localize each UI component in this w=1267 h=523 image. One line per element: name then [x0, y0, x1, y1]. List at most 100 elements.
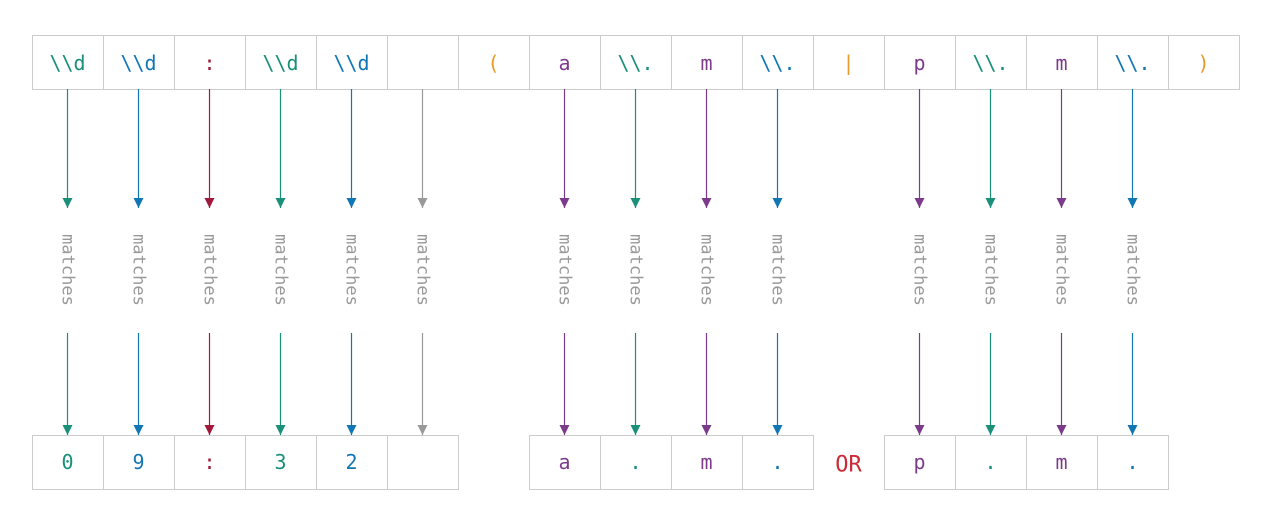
pattern-token: m [671, 35, 743, 90]
matches-label: matches [910, 234, 930, 306]
result-cell [245, 435, 317, 490]
pattern-token-text: m [700, 51, 712, 75]
match-connector: matches [200, 89, 220, 435]
pattern-token-text: | [842, 51, 854, 75]
pattern-token-text: : [203, 51, 215, 75]
matches-label: matches [697, 234, 717, 306]
pattern-token: \\. [600, 35, 672, 90]
match-connector: matches [271, 89, 291, 435]
pattern-token-text: ) [1197, 51, 1209, 75]
pattern-token-text: \\. [972, 51, 1008, 75]
result-token-text: a [558, 450, 570, 474]
result-token-text: : [203, 450, 215, 474]
matches-label: matches [271, 234, 291, 306]
result-cell [316, 435, 388, 490]
matches-label: matches [129, 234, 149, 306]
pattern-cell [174, 35, 246, 90]
result-token: m [1026, 435, 1098, 490]
result-token: . [600, 435, 672, 490]
matches-label: matches [413, 234, 433, 306]
matches-label: matches [342, 234, 362, 306]
result-token: m [671, 435, 743, 490]
pattern-cell [600, 35, 672, 90]
pattern-token: \\. [742, 35, 814, 90]
pattern-token [387, 35, 459, 90]
result-token-text: m [700, 450, 712, 474]
pattern-token-text: \\. [759, 51, 795, 75]
result-token-text: 3 [274, 450, 286, 474]
match-connector: matches [413, 89, 433, 435]
pattern-token-text: \\d [333, 51, 369, 75]
matches-label: matches [58, 234, 78, 306]
result-cell [103, 435, 175, 490]
pattern-token: a [529, 35, 601, 90]
pattern-cell [884, 35, 956, 90]
result-cell [955, 435, 1027, 490]
pattern-token-text: \\d [120, 51, 156, 75]
result-token: . [742, 435, 814, 490]
pattern-token: \\d [245, 35, 317, 90]
result-token-text: 0 [61, 450, 73, 474]
match-arrows: matches matches matches matches matches match… [58, 89, 1143, 435]
pattern-token-text: p [913, 51, 925, 75]
pattern-token-text: a [558, 51, 570, 75]
pattern-token: \\. [955, 35, 1027, 90]
matches-label: matches [626, 234, 646, 306]
result-token: 0 [32, 435, 104, 490]
pattern-cell [387, 35, 459, 90]
result-cell [1097, 435, 1169, 490]
matches-label: matches [768, 234, 788, 306]
result-cell [671, 435, 743, 490]
matches-label: matches [555, 234, 575, 306]
result-token [387, 435, 459, 490]
pattern-token: \\d [103, 35, 175, 90]
pattern-token: ) [1168, 35, 1240, 90]
pattern-token-text: ( [487, 51, 499, 75]
result-token-text: 2 [345, 450, 357, 474]
pattern-token: | [813, 35, 885, 90]
result-cell [32, 435, 104, 490]
pattern-token: p [884, 35, 956, 90]
result-token-text: . [629, 450, 641, 474]
result-token-text: . [984, 450, 996, 474]
result-token: a [529, 435, 601, 490]
result-token: : [174, 435, 246, 490]
match-connector: matches [1052, 89, 1072, 435]
match-connector: matches [768, 89, 788, 435]
matches-label: matches [981, 234, 1001, 306]
result-token: . [955, 435, 1027, 490]
result-token: 9 [103, 435, 175, 490]
pattern-token: \\. [1097, 35, 1169, 90]
result-cell [884, 435, 956, 490]
pattern-token: ( [458, 35, 530, 90]
pattern-cell [32, 35, 104, 90]
match-connector: matches [342, 89, 362, 435]
match-connector: matches [129, 89, 149, 435]
match-connector: matches [626, 89, 646, 435]
matches-label: matches [1052, 234, 1072, 306]
pattern-token: \\d [316, 35, 388, 90]
pattern-token-text: \\d [49, 51, 85, 75]
pattern-cell [458, 35, 530, 90]
pattern-token: m [1026, 35, 1098, 90]
result-token-text: . [771, 450, 783, 474]
result-token-text: p [913, 450, 925, 474]
result-token: p [884, 435, 956, 490]
result-token-text: . [1126, 450, 1138, 474]
match-connector: matches [555, 89, 575, 435]
result-token: . [1097, 435, 1169, 490]
pattern-token: \\d [32, 35, 104, 90]
matches-label: matches [200, 234, 220, 306]
match-connector: matches [58, 89, 78, 435]
result-token-text: 9 [132, 450, 144, 474]
or-label: OR [835, 453, 862, 478]
pattern-row: \\d \\d: \\d \\d ( a \\. m \\. | p \\. m \\.) [32, 35, 1240, 90]
pattern-cell [1168, 35, 1240, 90]
result-token: 3 [245, 435, 317, 490]
match-connector: matches [1123, 89, 1143, 435]
match-connector: matches [981, 89, 1001, 435]
pattern-token-text: \\d [262, 51, 298, 75]
pattern-token-text: \\. [1114, 51, 1150, 75]
result-cell [387, 435, 459, 490]
